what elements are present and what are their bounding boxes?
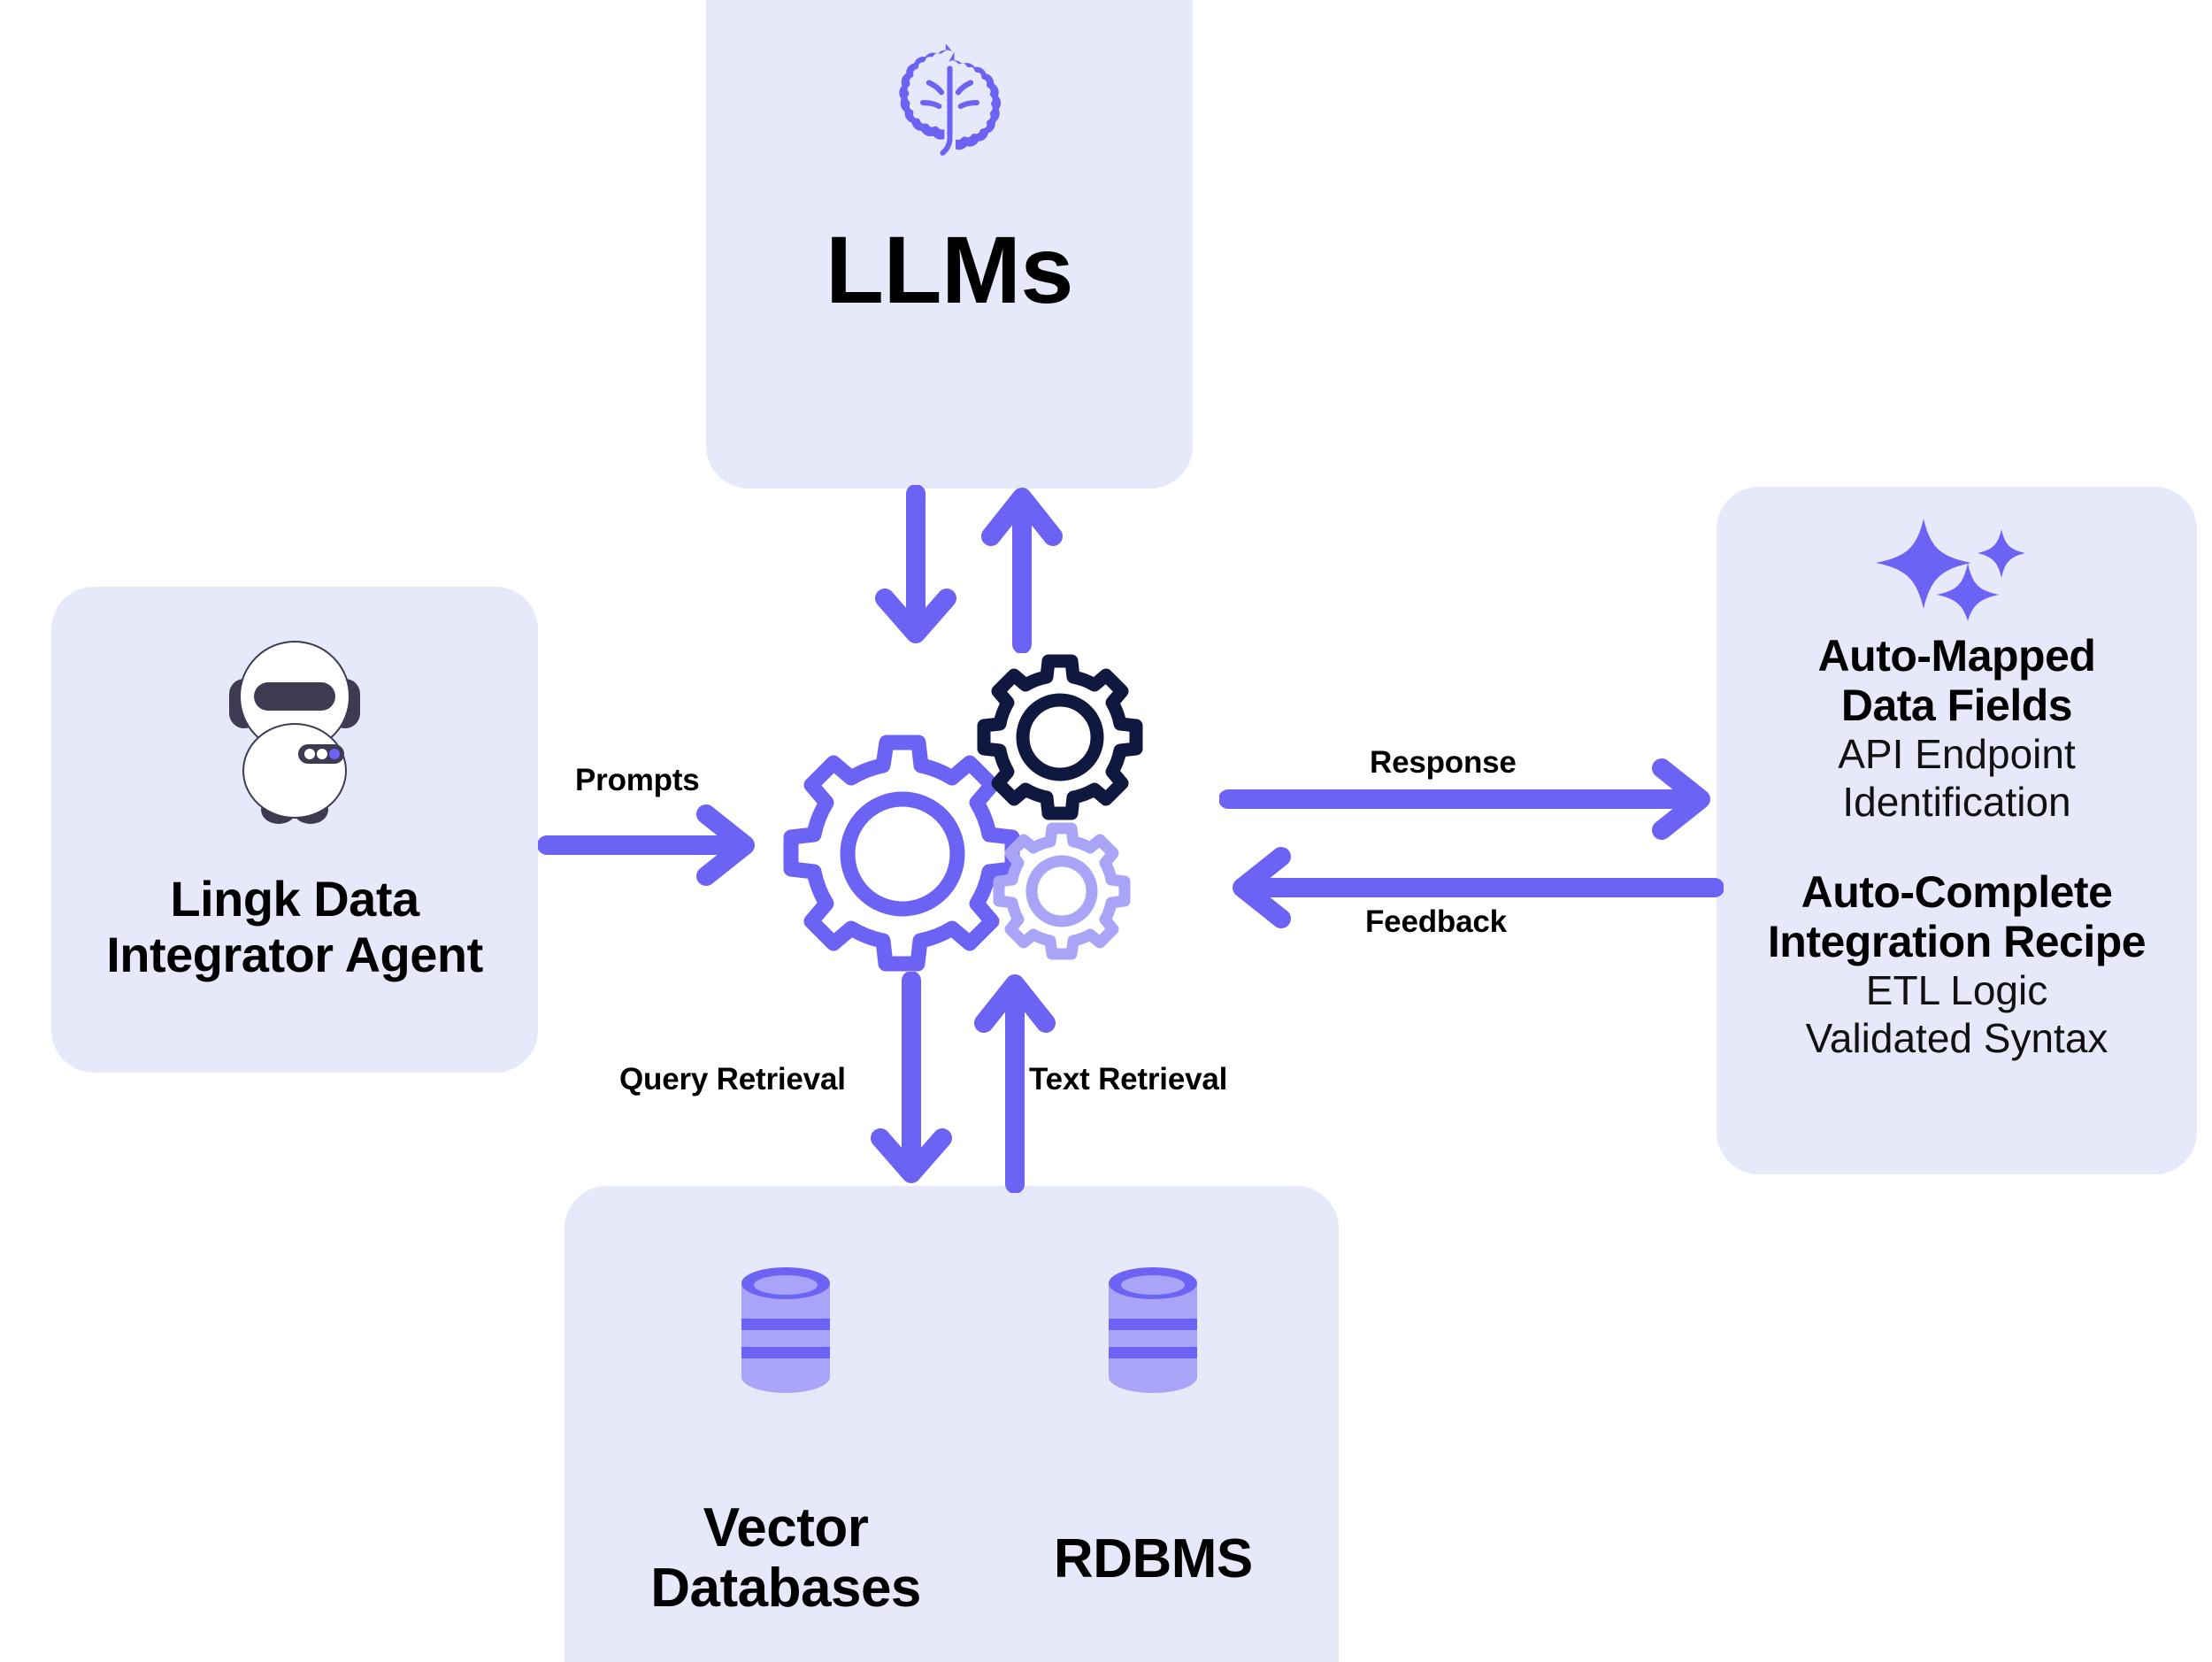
arrow-llms-to-engine (867, 484, 964, 658)
datastore-item-rdbms-label: RDBMS (1053, 1528, 1253, 1589)
datastore-item-vector: Vector Databases (650, 1264, 921, 1619)
database-cylinder-icon (1096, 1264, 1210, 1401)
output-group-0-heading: Auto-Mapped Data Fields (1818, 631, 2096, 730)
arrow-prompts (537, 796, 768, 898)
edge-label-query-retrieval: Query Retrieval (619, 1062, 846, 1096)
llms-title: LLMs (826, 216, 1073, 323)
output-group-0-heading-line2: Data Fields (1840, 681, 2073, 730)
output-group-0-heading-line1: Auto-Mapped (1817, 631, 2096, 681)
output-group-1-heading: Auto-Complete Integration Recipe (1767, 866, 2147, 966)
datastores-panel: Vector Databases RDBMS (565, 1186, 1339, 1662)
output-group-1-item-0: ETL Logic (1865, 966, 2048, 1013)
datastore-item-vector-label: Vector Databases (650, 1497, 921, 1620)
arrow-engine-to-llms (973, 485, 1071, 658)
output-group-0-item-1: Identification (1842, 779, 2071, 826)
arrow-query-retrieval (863, 971, 960, 1197)
arrow-text-retrieval (966, 972, 1064, 1197)
output-group-0-item-0: API Endpoint (1838, 731, 2076, 777)
arrow-response (1218, 750, 1724, 852)
robot-icon (215, 636, 374, 831)
gears-icon (779, 633, 1194, 987)
sparkles-icon (1869, 517, 2046, 626)
output-group-1-heading-line1: Auto-Complete (1801, 866, 2113, 917)
edge-label-text-retrieval: Text Retrieval (1029, 1062, 1228, 1096)
output-group-auto-mapped: Auto-Mapped Data Fields API Endpoint Ide… (1818, 631, 2096, 827)
brain-icon (890, 41, 1010, 164)
lingk-agent-title: Lingk Data Integrator Agent (106, 871, 483, 982)
output-group-auto-complete: Auto-Complete Integration Recipe ETL Log… (1767, 866, 2147, 1063)
datastore-list: Vector Databases RDBMS (565, 1264, 1339, 1619)
edge-label-response: Response (1370, 745, 1517, 780)
output-group-1-item-1: Validated Syntax (1805, 1014, 2108, 1061)
output-group-1-heading-line2: Integration Recipe (1767, 916, 2147, 966)
arrow-feedback (1219, 839, 1724, 941)
outputs-panel: Auto-Mapped Data Fields API Endpoint Ide… (1717, 487, 2197, 1174)
datastore-item-vector-label-line2: Databases (650, 1558, 921, 1620)
datastore-item-vector-label-line1: Vector (703, 1497, 869, 1558)
database-cylinder-icon (729, 1264, 842, 1401)
lingk-agent-title-line1: Lingk Data (170, 871, 419, 927)
datastore-item-rdbms: RDBMS (1054, 1264, 1253, 1619)
lingk-agent-panel: Lingk Data Integrator Agent (51, 587, 538, 1073)
edge-label-prompts: Prompts (575, 763, 700, 797)
lingk-agent-title-line2: Integrator Agent (106, 926, 483, 982)
llms-panel: LLMs (706, 0, 1193, 489)
edge-label-feedback: Feedback (1365, 904, 1507, 939)
